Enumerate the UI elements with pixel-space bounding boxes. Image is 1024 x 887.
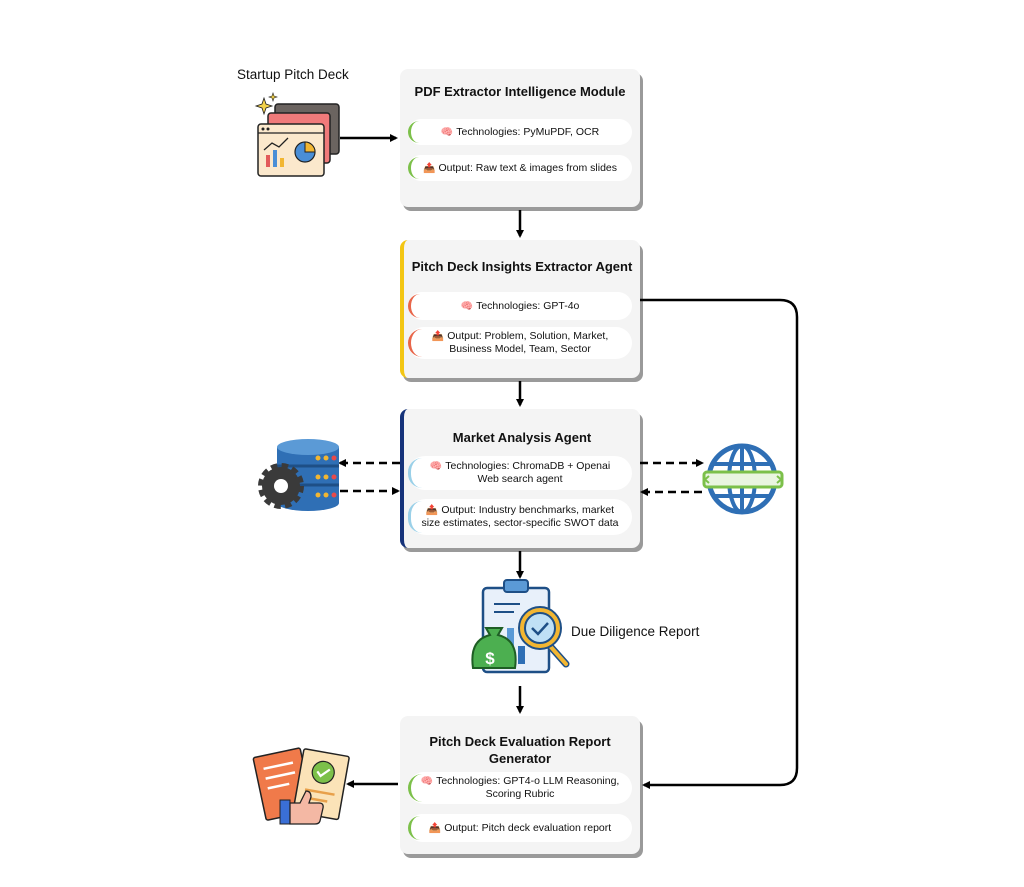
technologies-pill: 🧠Technologies: GPT-4o bbox=[408, 292, 632, 320]
market-analysis-card: Market Analysis Agent 🧠Technologies: Chr… bbox=[400, 409, 640, 548]
brain-icon: 🧠 bbox=[460, 300, 474, 312]
technologies-pill: 🧠Technologies: GPT4-o LLM Reasoning, Sco… bbox=[408, 772, 632, 804]
card-title: Pitch Deck Evaluation Report Generator bbox=[429, 734, 611, 766]
technologies-pill: 🧠Technologies: PyMuPDF, OCR bbox=[408, 119, 632, 145]
evaluation-report-generator-card: Pitch Deck Evaluation Report Generator 🧠… bbox=[400, 716, 640, 854]
pdf-extractor-card: PDF Extractor Intelligence Module 🧠Techn… bbox=[400, 69, 640, 207]
card-title: PDF Extractor Intelligence Module bbox=[414, 84, 626, 99]
brain-icon: 🧠 bbox=[440, 126, 454, 138]
outbox-icon: 📤 bbox=[428, 822, 442, 834]
brain-icon: 🧠 bbox=[429, 461, 443, 472]
output-pill: 📤Output: Problem, Solution, Market, Busi… bbox=[408, 327, 632, 359]
database-gear-icon bbox=[258, 439, 339, 511]
presentation-slides-icon bbox=[254, 92, 340, 177]
card-title: Pitch Deck Insights Extractor Agent bbox=[411, 259, 633, 274]
svg-text:$: $ bbox=[485, 649, 495, 668]
output-pill: 📤Output: Pitch deck evaluation report bbox=[408, 814, 632, 842]
outbox-icon: 📤 bbox=[425, 505, 439, 516]
due-diligence-report-icon: $ bbox=[471, 579, 570, 674]
due-diligence-report-label: Due Diligence Report bbox=[571, 624, 700, 639]
arrow-insights-to-generator bbox=[640, 298, 799, 789]
technologies-pill: 🧠Technologies: ChromaDB + Openai Web sea… bbox=[408, 456, 632, 490]
outbox-icon: 📤 bbox=[431, 331, 445, 342]
web-globe-icon bbox=[702, 443, 784, 515]
output-pill: 📤Output: Industry benchmarks, market siz… bbox=[408, 499, 632, 535]
startup-pitch-deck-label: Startup Pitch Deck bbox=[237, 67, 349, 82]
outbox-icon: 📤 bbox=[422, 162, 436, 174]
card-title: Market Analysis Agent bbox=[452, 430, 592, 445]
output-pill: 📤Output: Raw text & images from slides bbox=[408, 155, 632, 181]
insights-extractor-card: Pitch Deck Insights Extractor Agent 🧠Tec… bbox=[400, 240, 640, 378]
evaluation-report-thumbs-up-icon bbox=[252, 747, 350, 825]
brain-icon: 🧠 bbox=[420, 776, 434, 787]
